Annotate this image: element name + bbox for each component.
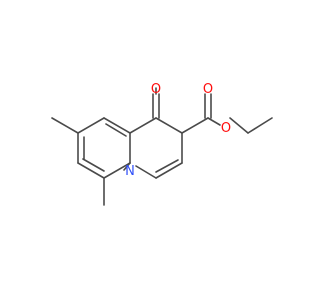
bond-ring-b4-double [155, 159, 179, 173]
bond-ester-o [207, 117, 221, 126]
atom-label-layer: O O O N [125, 82, 231, 179]
ketone-oxygen-label: O [151, 82, 161, 97]
bond-ethyl-1 [229, 117, 249, 134]
bond-methyl-6 [51, 117, 79, 134]
bond-ring-a3 [103, 162, 131, 179]
bond-ring-a4 [77, 162, 105, 179]
bond-ring-b5 [135, 165, 157, 179]
ring-nitrogen-label: N [125, 164, 135, 179]
bond-ring-a1-inner [105, 123, 127, 137]
molecule-diagram: O O O N [51, 82, 273, 206]
bond-ring-b4 [155, 162, 183, 179]
bond-ethyl-2 [247, 117, 273, 134]
carbonyl-oxygen-label: O [203, 82, 213, 97]
ester-oxygen-label: O [221, 121, 231, 136]
bond-ring-a6 [77, 117, 105, 134]
bond-ring-a1 [103, 117, 131, 134]
bond-ring-b6 [123, 162, 131, 171]
bond-layer [51, 87, 273, 206]
bond-ring-a3-inner [82, 158, 105, 172]
bond-ring-b2 [155, 117, 183, 134]
bond-ester-c [181, 117, 209, 134]
bond-ring-b1 [129, 117, 157, 134]
